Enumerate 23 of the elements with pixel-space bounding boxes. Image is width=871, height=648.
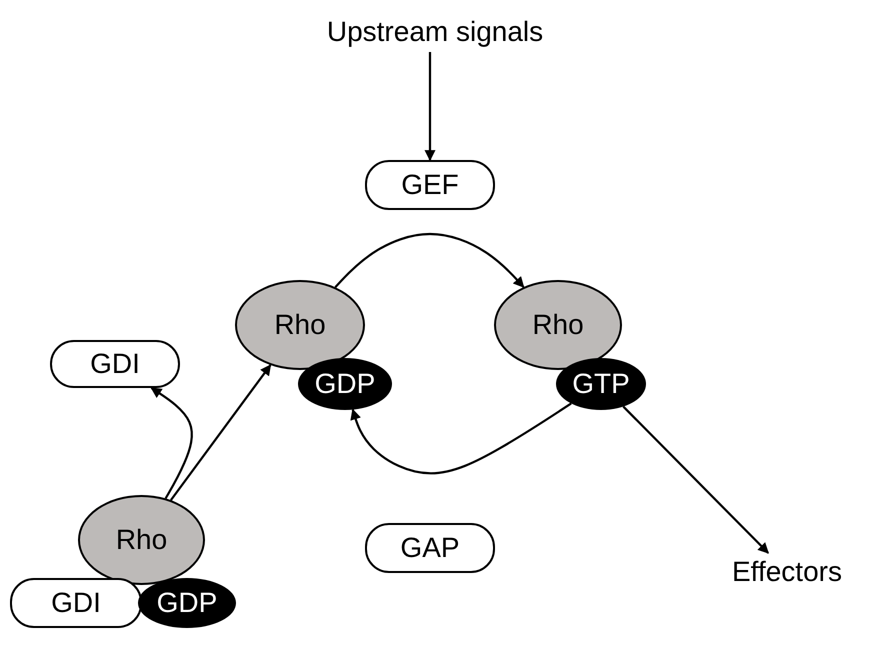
protein-box: [50, 340, 180, 388]
protein-box: [10, 578, 142, 628]
node-label: GDP: [314, 368, 376, 400]
arrow: [424, 52, 436, 162]
node-label: GTP: [572, 368, 630, 400]
node-label: GAP: [400, 532, 460, 564]
node-label: Effectors: [732, 556, 842, 588]
node-label: GDP: [156, 587, 218, 619]
protein-box: [365, 523, 495, 573]
node-label: GEF: [401, 169, 459, 201]
arrow: [170, 364, 272, 501]
arrow: [334, 232, 524, 288]
arrow: [622, 406, 769, 554]
nucleotide-ellipse: [138, 578, 236, 628]
node-label: Rho: [274, 309, 326, 341]
node-label: GDI: [90, 348, 140, 380]
arrow: [150, 387, 193, 499]
protein-box: [365, 160, 495, 210]
node-label: Rho: [116, 524, 168, 556]
arrow: [350, 402, 572, 474]
node-label: Rho: [532, 309, 584, 341]
node-label: GDI: [51, 587, 101, 619]
node-label: Upstream signals: [326, 16, 544, 48]
